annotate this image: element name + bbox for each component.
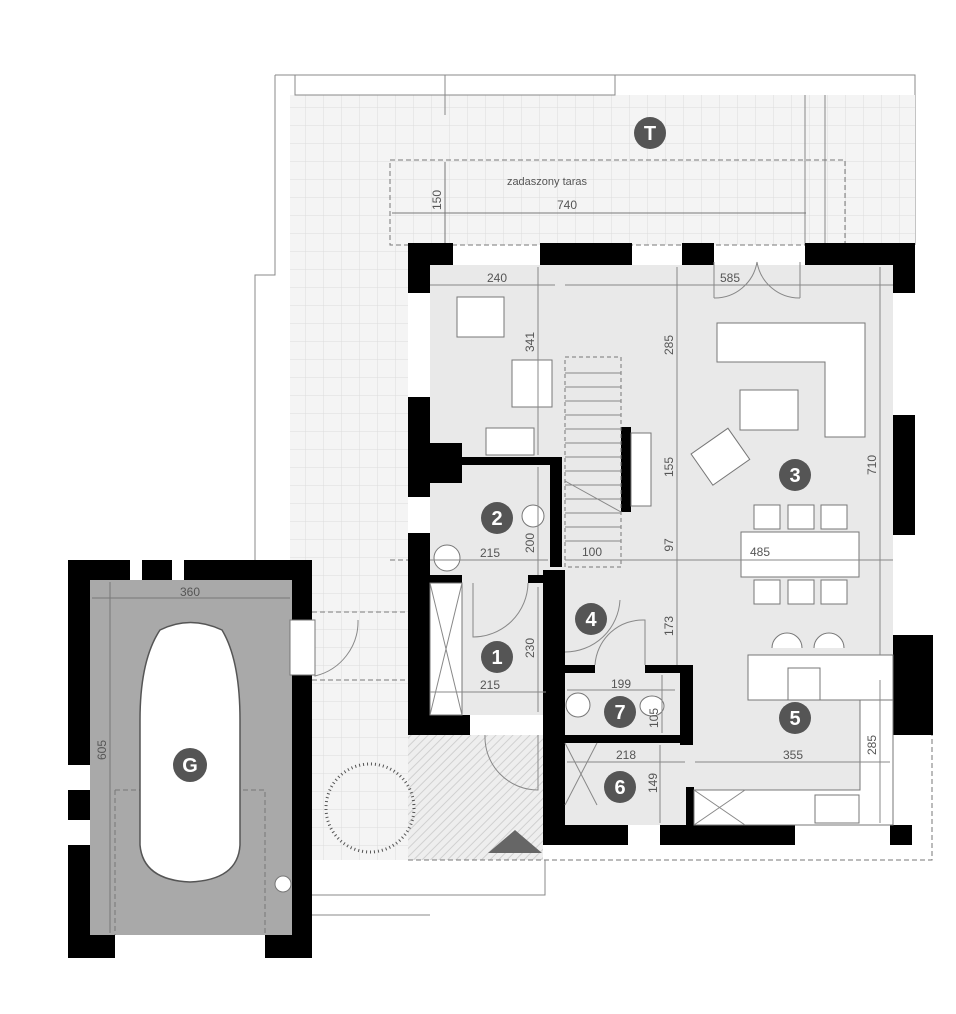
- sink-icon: [814, 794, 860, 824]
- dim-garage-depth: 605: [95, 740, 109, 760]
- room-label-4: 4: [585, 609, 597, 631]
- room-label-2: 2: [491, 508, 502, 530]
- dim-199: 199: [611, 677, 631, 691]
- armchair: [690, 427, 751, 486]
- dimension-lines: [430, 267, 893, 823]
- dim-285-b: 285: [865, 735, 879, 755]
- toilet-icon: [639, 695, 665, 717]
- dim-97: 97: [662, 538, 676, 552]
- radiator: [485, 427, 535, 456]
- dim-485: 485: [750, 545, 770, 559]
- dim-230: 230: [523, 638, 537, 658]
- washbasin-icon: [521, 504, 545, 528]
- room-badges: 1 2 3 4 5 6 7: [481, 459, 811, 803]
- staircase: [564, 356, 622, 568]
- dimension-labels: 240 585 341 285 155 97 173 710 215 200 1…: [480, 271, 879, 793]
- terrace: T zadaszony taras 740 150: [254, 74, 933, 916]
- dim-105: 105: [647, 708, 661, 728]
- dining-table: [740, 531, 860, 578]
- bar-stools: [771, 632, 845, 649]
- armchair: [456, 296, 505, 338]
- dim-710: 710: [865, 455, 879, 475]
- washbasin-icon: [565, 692, 591, 718]
- house: [314, 243, 933, 845]
- cooktop-icon: [787, 667, 821, 701]
- terrace-badge: [634, 117, 666, 149]
- garage-label: G: [182, 755, 198, 777]
- dim-terrace-width: 740: [557, 198, 577, 212]
- dim-341: 341: [523, 332, 537, 352]
- room-label-7: 7: [614, 702, 625, 724]
- armchair: [511, 359, 553, 408]
- dim-218: 218: [616, 748, 636, 762]
- dim-garage-width: 360: [180, 585, 200, 599]
- fireplace: [630, 432, 652, 507]
- garage: G 360 605: [68, 560, 316, 958]
- washbasin-icon: [274, 875, 292, 893]
- covered-terrace-label: zadaszony taras: [507, 176, 588, 188]
- entrance-arrow-icon: [488, 830, 542, 853]
- garage-badge: [173, 748, 207, 782]
- dim-terrace-depth: 150: [430, 190, 444, 210]
- dim-285: 285: [662, 335, 676, 355]
- dim-585: 585: [720, 271, 740, 285]
- dim-100: 100: [582, 545, 602, 559]
- dim-149: 149: [646, 773, 660, 793]
- dim-240: 240: [487, 271, 507, 285]
- dining-chairs: [753, 504, 848, 605]
- dim-200: 200: [523, 533, 537, 553]
- dim-155: 155: [662, 457, 676, 477]
- terrace-label: T: [644, 123, 656, 145]
- coffee-table: [739, 389, 799, 431]
- room-label-6: 6: [614, 777, 625, 799]
- shrub: [324, 762, 416, 854]
- room-label-3: 3: [789, 465, 800, 487]
- room-label-5: 5: [789, 708, 800, 730]
- dim-215-a: 215: [480, 546, 500, 560]
- room-label-1: 1: [491, 647, 502, 669]
- boiler-icon: [433, 544, 461, 572]
- sofa: [716, 322, 866, 438]
- dim-355: 355: [783, 748, 803, 762]
- dim-173: 173: [662, 616, 676, 636]
- dim-215-b: 215: [480, 678, 500, 692]
